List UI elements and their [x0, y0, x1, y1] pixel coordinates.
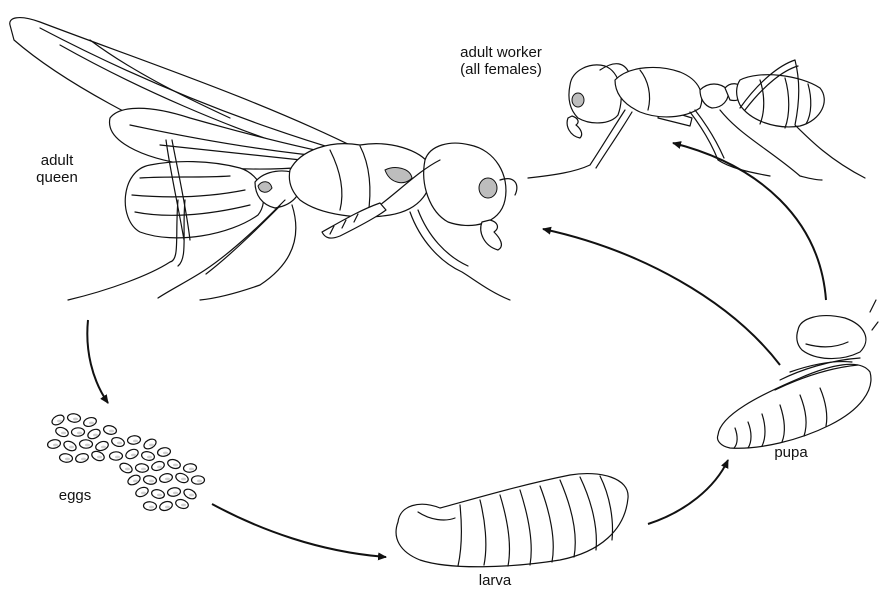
- egg-shading: [165, 478, 170, 481]
- egg-shading: [189, 468, 194, 471]
- egg-shading: [133, 440, 138, 443]
- egg-shading: [163, 452, 168, 455]
- larva-body: [396, 474, 628, 567]
- arrow-pupa-to-queen: [543, 229, 780, 365]
- arrow-queen-to-eggs: [87, 320, 108, 403]
- egg-shading: [141, 492, 146, 495]
- worker-label: adult worker (all females): [440, 44, 562, 78]
- worker-label-line2: (all females): [440, 61, 562, 78]
- egg-shading: [157, 466, 162, 469]
- worker-label-line1: adult worker: [440, 44, 562, 61]
- egg-shading: [69, 446, 74, 449]
- egg-shading: [53, 444, 58, 447]
- egg-shading: [173, 464, 178, 467]
- queen-label: adult queen: [28, 152, 86, 186]
- egg-shading: [189, 494, 194, 497]
- pupa-label: pupa: [768, 444, 814, 461]
- queen-label-line1: adult: [28, 152, 86, 169]
- egg-shading: [131, 454, 136, 457]
- egg-shading: [165, 506, 170, 509]
- egg-shading: [115, 456, 120, 459]
- egg-shading: [89, 422, 94, 425]
- queen-label-line2: queen: [28, 169, 86, 186]
- egg-shading: [133, 480, 138, 483]
- egg-shading: [85, 444, 90, 447]
- queen-mandible: [481, 220, 502, 250]
- egg-shading: [117, 442, 122, 445]
- arrow-eggs-to-larva: [212, 504, 386, 557]
- egg-shading: [61, 432, 66, 435]
- egg-shading: [81, 458, 86, 461]
- egg-shading: [141, 468, 146, 471]
- pupa-head: [797, 316, 866, 359]
- worker-thorax: [615, 67, 702, 116]
- egg-shading: [197, 480, 202, 483]
- egg-shading: [93, 434, 98, 437]
- egg-shading: [57, 420, 62, 423]
- worker-illustration: [528, 60, 865, 180]
- pupa-body: [718, 364, 871, 448]
- egg-shading: [109, 430, 114, 433]
- egg-shading: [101, 446, 106, 449]
- egg-shading: [147, 456, 152, 459]
- egg-shading: [149, 506, 154, 509]
- egg-shading: [173, 492, 178, 495]
- egg-shading: [125, 468, 130, 471]
- larva-label: larva: [470, 572, 520, 589]
- arrow-larva-to-pupa: [648, 460, 728, 524]
- egg-shading: [181, 478, 186, 481]
- egg-shading: [149, 480, 154, 483]
- eggs-label: eggs: [52, 487, 98, 504]
- queen-gaster: [125, 162, 263, 238]
- egg-shading: [65, 458, 70, 461]
- larva-illustration: [396, 474, 628, 567]
- pupa-illustration: [718, 300, 879, 448]
- egg-shading: [157, 494, 162, 497]
- egg-shading: [97, 456, 102, 459]
- egg-shading: [73, 418, 78, 421]
- egg-shading: [149, 444, 154, 447]
- egg-shading: [77, 432, 82, 435]
- egg-shading: [181, 504, 186, 507]
- arrow-pupa-to-worker: [673, 143, 826, 300]
